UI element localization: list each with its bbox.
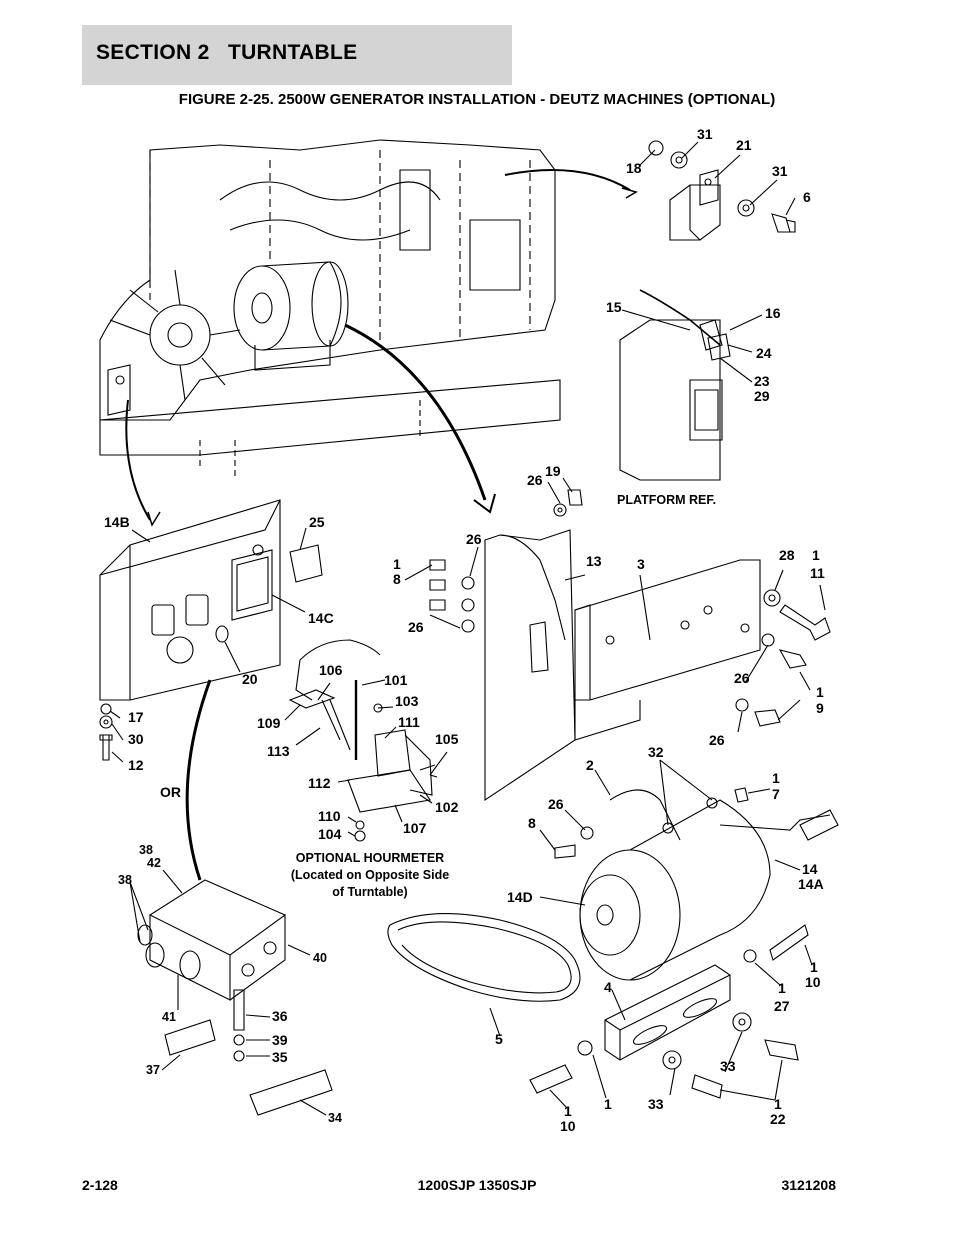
callout: 113 bbox=[267, 743, 290, 759]
callout: 101 bbox=[384, 672, 408, 688]
callout: OR bbox=[160, 784, 181, 800]
engine-illustration bbox=[99, 139, 561, 480]
callout: 1 bbox=[816, 684, 824, 700]
callout: 7 bbox=[772, 786, 780, 802]
mount-bracket-illustration bbox=[648, 140, 796, 241]
callout: 28 bbox=[779, 547, 795, 563]
callout: 8 bbox=[528, 815, 536, 831]
callout: 25 bbox=[309, 514, 325, 530]
callout: 39 bbox=[272, 1032, 288, 1048]
callout: 31 bbox=[697, 126, 713, 142]
callout: 32 bbox=[648, 744, 664, 760]
callout: 42 bbox=[147, 856, 161, 870]
callout: 22 bbox=[770, 1111, 786, 1127]
doc-number: 3121208 bbox=[781, 1177, 836, 1193]
callout: 112 bbox=[308, 775, 331, 791]
callout: 21 bbox=[736, 137, 752, 153]
hourmeter-location-line2: of Turntable) bbox=[332, 885, 407, 899]
callout: 1 bbox=[393, 556, 401, 572]
callout: 37 bbox=[146, 1063, 160, 1077]
callout: 14D bbox=[507, 889, 533, 905]
callout: 34 bbox=[328, 1111, 342, 1125]
callout: 33 bbox=[720, 1058, 736, 1074]
callout: 111 bbox=[398, 714, 420, 730]
callout: 10 bbox=[805, 974, 821, 990]
callout: 12 bbox=[128, 757, 144, 773]
callout: 17 bbox=[128, 709, 144, 725]
callout: 6 bbox=[803, 189, 811, 205]
callout: 104 bbox=[318, 826, 342, 842]
callout: 103 bbox=[395, 693, 419, 709]
generator-illustration bbox=[554, 787, 839, 981]
callout: 14B bbox=[104, 514, 130, 530]
callout: 1 bbox=[778, 980, 786, 996]
callout: 105 bbox=[435, 731, 459, 747]
callout: 20 bbox=[242, 671, 258, 687]
callout: 110 bbox=[318, 808, 341, 824]
callout: 8 bbox=[393, 571, 401, 587]
callout: 14 bbox=[802, 861, 818, 877]
callout: 16 bbox=[765, 305, 781, 321]
page-number: 2-128 bbox=[82, 1177, 118, 1193]
callout: 24 bbox=[756, 345, 772, 361]
callout: 107 bbox=[403, 820, 427, 836]
control-box-illustration bbox=[99, 499, 323, 701]
callout: 26 bbox=[408, 619, 424, 635]
platform-illustration bbox=[619, 289, 731, 481]
callout: 9 bbox=[816, 700, 824, 716]
callout: 2 bbox=[586, 757, 594, 773]
callout-labels: 31 21 18 31 6 15 16 24 23 29 26 19 14B 2… bbox=[104, 126, 825, 1134]
junction-box-illustration bbox=[137, 879, 333, 1116]
callout: 26 bbox=[709, 732, 725, 748]
callout: 3 bbox=[637, 556, 645, 572]
callout: 23 bbox=[754, 373, 770, 389]
callout: 4 bbox=[604, 979, 612, 995]
callout: 106 bbox=[319, 662, 343, 678]
callout: 40 bbox=[313, 951, 327, 965]
callout: 13 bbox=[586, 553, 602, 569]
callout: 36 bbox=[272, 1008, 288, 1024]
hourmeter-illustration bbox=[288, 639, 438, 842]
model-numbers: 1200SJP 1350SJP bbox=[417, 1177, 537, 1193]
callout: 26 bbox=[734, 670, 750, 686]
callout: 1 bbox=[812, 547, 820, 563]
callout: 35 bbox=[272, 1049, 288, 1065]
callout: 10 bbox=[560, 1118, 576, 1134]
platform-ref-note: PLATFORM REF. bbox=[617, 493, 716, 507]
callout: 1 bbox=[810, 959, 818, 975]
callout: 5 bbox=[495, 1031, 503, 1047]
callout: 19 bbox=[545, 463, 561, 479]
callout: 41 bbox=[162, 1010, 176, 1024]
hourmeter-note: OPTIONAL HOURMETER bbox=[296, 851, 444, 865]
figure-title: FIGURE 2-25. 2500W GENERATOR INSTALLATIO… bbox=[178, 91, 776, 108]
callout: 33 bbox=[648, 1096, 664, 1112]
callout: 26 bbox=[548, 796, 564, 812]
hourmeter-location-line1: (Located on Opposite Side bbox=[291, 868, 449, 882]
adapter-plate-illustration bbox=[429, 489, 761, 802]
callout: 14C bbox=[308, 610, 334, 626]
callout: 31 bbox=[772, 163, 788, 179]
callout: 29 bbox=[754, 388, 770, 404]
callout: 27 bbox=[774, 998, 790, 1014]
callout: 38 bbox=[118, 873, 132, 887]
section-header: SECTION 2 TURNTABLE bbox=[82, 25, 512, 85]
callout: 1 bbox=[774, 1096, 782, 1112]
callout: 109 bbox=[257, 715, 281, 731]
callout: 11 bbox=[810, 565, 825, 581]
adjusting-arm-illustration bbox=[529, 964, 799, 1099]
callout: 102 bbox=[435, 799, 459, 815]
callout: 38 bbox=[139, 843, 153, 857]
callout: 15 bbox=[606, 299, 622, 315]
section-title: SECTION 2 TURNTABLE bbox=[96, 41, 358, 64]
callout: 1 bbox=[604, 1096, 612, 1112]
callout: 30 bbox=[128, 731, 144, 747]
callout: 1 bbox=[772, 770, 780, 786]
callout: 18 bbox=[626, 160, 642, 176]
callout: 26 bbox=[527, 472, 543, 488]
callout: 14A bbox=[798, 876, 824, 892]
callout: 1 bbox=[564, 1103, 572, 1119]
callout: 26 bbox=[466, 531, 482, 547]
